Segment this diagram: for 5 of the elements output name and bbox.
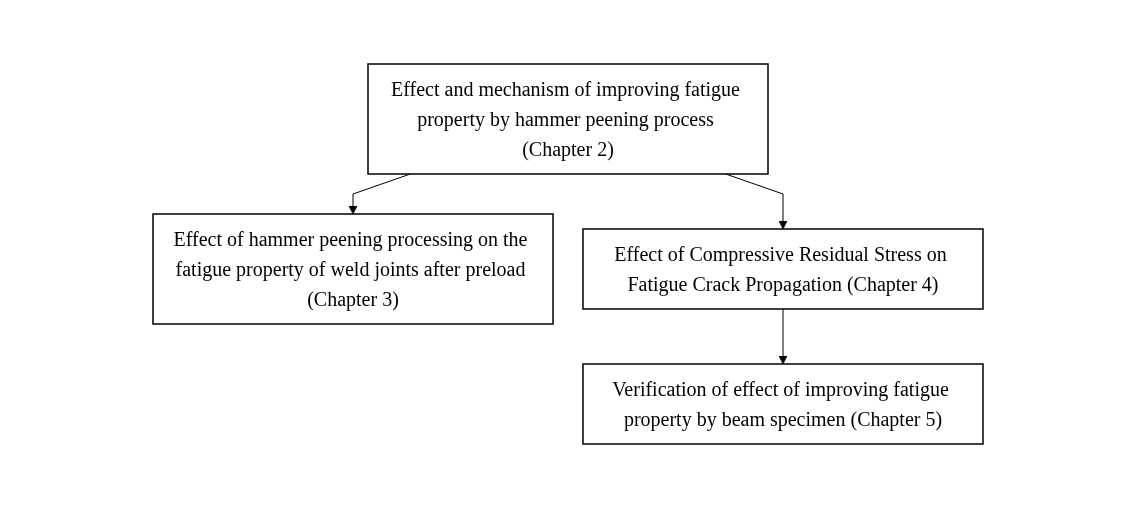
arrow (778, 308, 788, 365)
node-box: Effect and mechanism of improving fatigue property by hammer peening process (Chapter 2) (367, 63, 769, 175)
node-box: Verification of effect of improving fatigue property by beam specimen (Chapter 5) (582, 363, 984, 445)
node-box: Effect of Compressive Residual Stress on Fatigue Crack Propagation (Chapter 4) (582, 228, 984, 310)
node-box: Effect of hammer peening processing on the fatigue property of weld joints after preload (Chapter 3) (152, 213, 554, 325)
